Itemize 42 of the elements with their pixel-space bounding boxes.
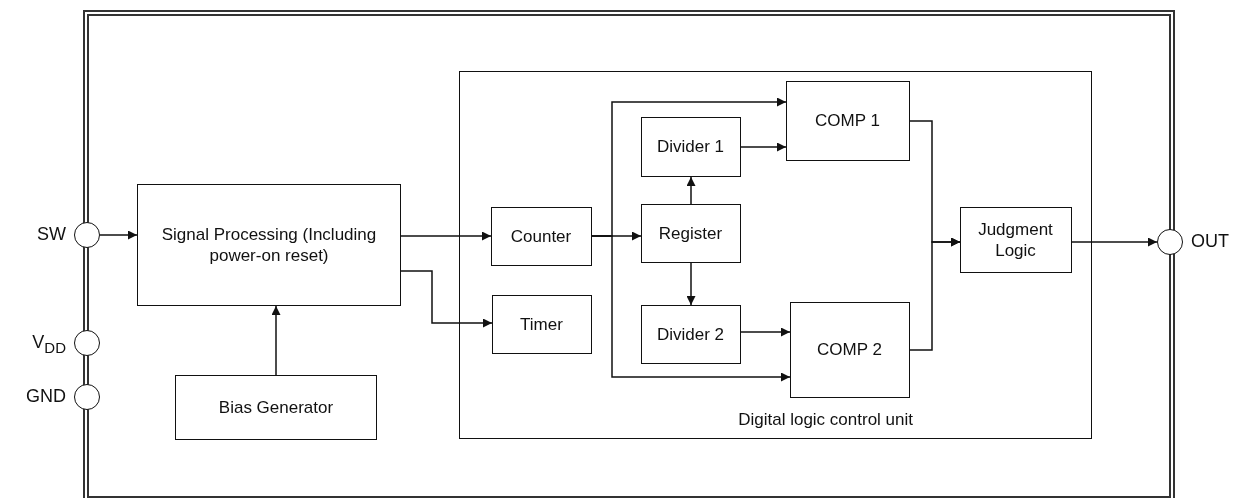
arrow bbox=[271, 305, 281, 376]
block-label: Signal Processing (Including power-on reset) bbox=[160, 224, 378, 266]
block-label: Divider 1 bbox=[656, 136, 725, 157]
block-label: Register bbox=[658, 222, 723, 244]
pin-label: V$_{DD}$ bbox=[32, 332, 66, 356]
arrow bbox=[740, 142, 787, 152]
block-label: COMP 2 bbox=[817, 339, 882, 360]
pin-circle bbox=[1157, 229, 1183, 255]
chip-outline bbox=[83, 10, 1175, 498]
block-box bbox=[959, 206, 1072, 273]
arrow bbox=[909, 237, 961, 351]
block-label: Counter bbox=[510, 225, 572, 247]
block-label: Divider 2 bbox=[656, 323, 725, 345]
pin-label: OUT bbox=[1191, 231, 1229, 252]
arrow bbox=[686, 176, 696, 205]
block-box bbox=[640, 203, 741, 263]
arrow bbox=[686, 262, 696, 306]
block-box bbox=[789, 301, 910, 398]
block-box bbox=[785, 80, 910, 161]
arrow bbox=[99, 230, 138, 240]
block-label: Judgment Logic bbox=[977, 218, 1054, 261]
pin-label: GND bbox=[26, 386, 66, 407]
arrow bbox=[591, 235, 791, 382]
block-box bbox=[491, 294, 592, 354]
arrow bbox=[740, 327, 791, 337]
block-box bbox=[137, 184, 401, 306]
pin-circle bbox=[74, 222, 100, 248]
block-label: Timer bbox=[520, 313, 563, 335]
arrow bbox=[1071, 237, 1158, 247]
unit-container bbox=[459, 71, 1092, 439]
unit-label: Digital logic control unit bbox=[738, 410, 913, 430]
block-box bbox=[175, 375, 377, 440]
pin-circle bbox=[74, 330, 100, 356]
block-label: Bias Generator bbox=[218, 397, 334, 418]
block-box bbox=[490, 206, 592, 266]
block-label: COMP 1 bbox=[815, 110, 880, 131]
pin-circle bbox=[74, 384, 100, 410]
pin-label: SW bbox=[37, 224, 66, 245]
arrow bbox=[400, 231, 492, 241]
arrow bbox=[400, 270, 493, 328]
block-box bbox=[640, 304, 741, 364]
block-box bbox=[640, 116, 741, 177]
